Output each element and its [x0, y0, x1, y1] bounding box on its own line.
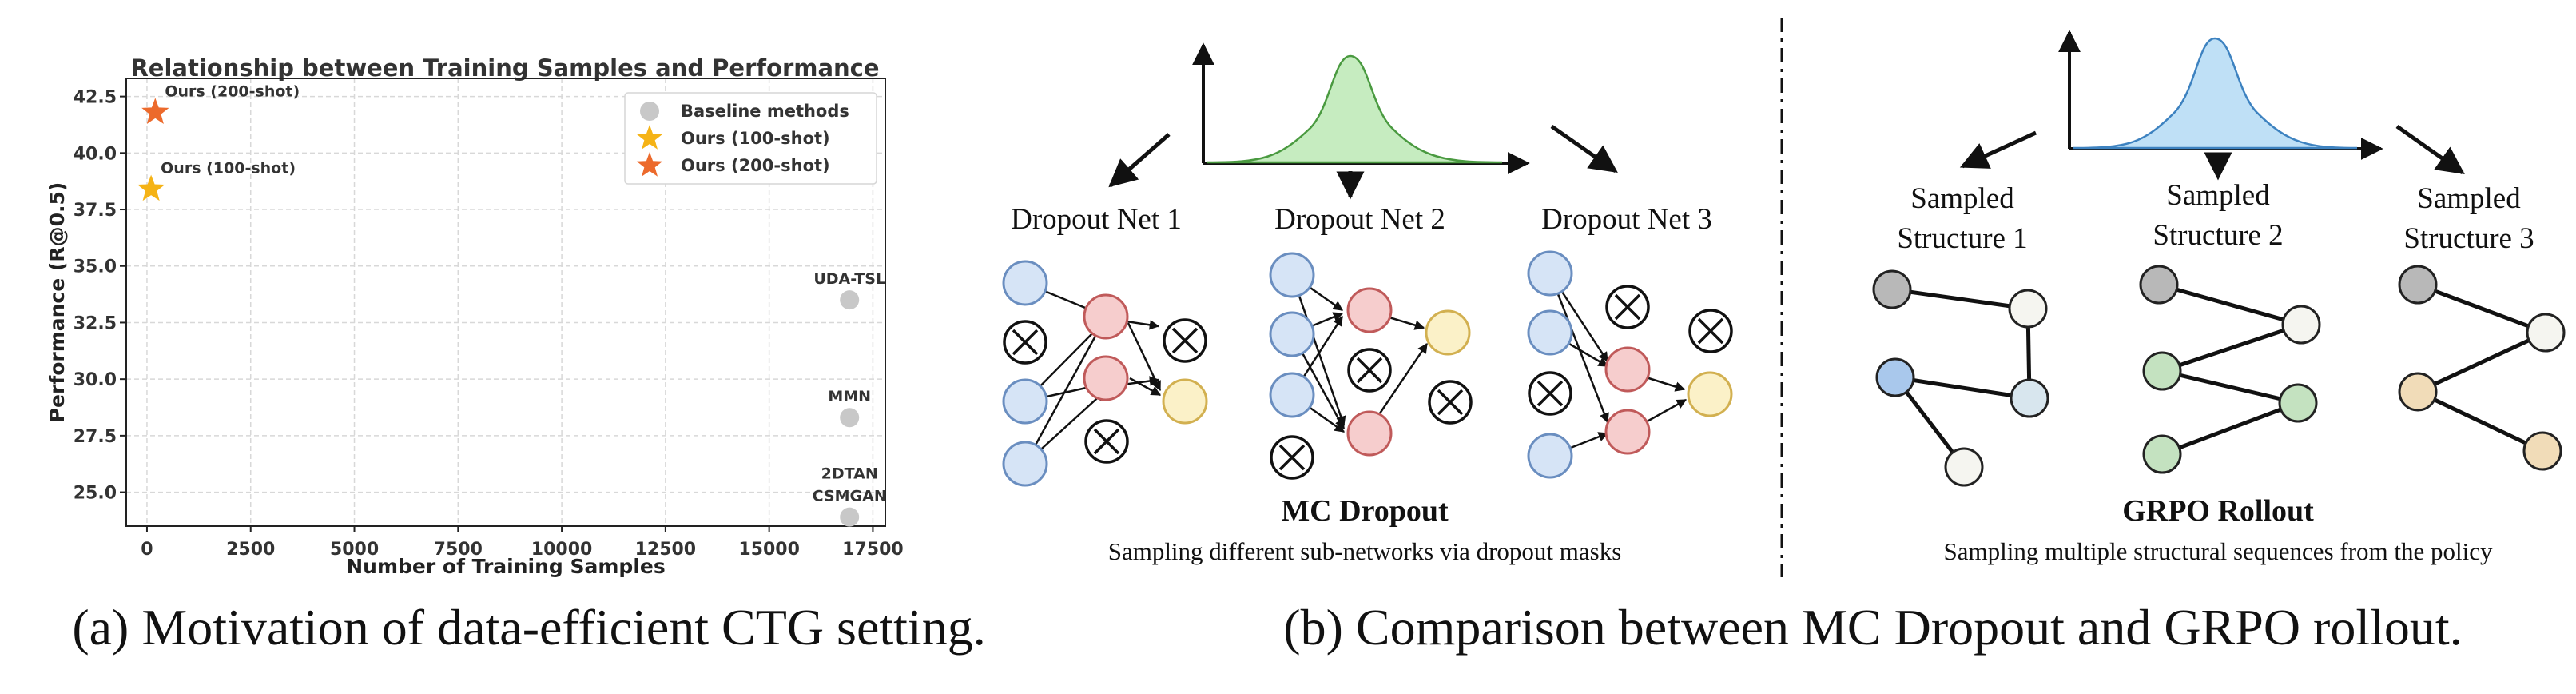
y-tick-label: 35.0	[74, 257, 117, 277]
legend-label-ours-100: Ours (100-shot)	[681, 129, 830, 148]
arrow-to-structure-1	[1959, 130, 2037, 169]
structure-1-graph	[1872, 269, 2049, 487]
arrow-to-net-1	[1108, 133, 1171, 188]
x-tick-label: 0	[141, 540, 153, 560]
arrow-to-structure-3	[2395, 124, 2465, 175]
grpo-rollout-subtitle: Sampling multiple structural sequences f…	[1943, 537, 2493, 565]
dropout-net-2	[1269, 252, 1473, 480]
structure-1-label-line-2: Structure 1	[1897, 222, 2027, 255]
x-tick-label: 15000	[738, 540, 800, 560]
arrow-to-net-3	[1550, 124, 1618, 174]
x-tick-label: 10000	[531, 540, 593, 560]
ours-star-point	[137, 174, 165, 201]
ours-star-point	[141, 98, 169, 124]
point-label: Ours (100-shot)	[161, 160, 296, 177]
x-tick-label: 17500	[842, 540, 904, 560]
legend-marker-ours-100	[636, 125, 663, 150]
y-tick-label: 30.0	[74, 370, 117, 390]
structure-2-graph	[2139, 265, 2321, 474]
blue-gaussian-curve	[2072, 37, 2358, 150]
x-tick-label: 12500	[635, 540, 697, 560]
x-tick-label: 5000	[330, 540, 379, 560]
caption-b: (b) Comparison between MC Dropout and GR…	[1283, 599, 2462, 656]
y-tick-label: 25.0	[74, 484, 117, 504]
mc-dropout-title: MC Dropout	[1281, 494, 1449, 528]
structure-1-label-line-1: Sampled	[1910, 182, 2014, 215]
legend-marker-ours-200	[636, 152, 663, 177]
dropout-distribution	[1192, 42, 1530, 174]
y-tick-label: 32.5	[74, 313, 117, 333]
baseline-point	[840, 408, 860, 428]
chart-title: Relationship between Training Samples an…	[130, 54, 879, 82]
chart-legend: Baseline methods Ours (100-shot) Ours (2…	[624, 92, 877, 185]
baseline-point	[840, 290, 860, 310]
legend-label-baseline: Baseline methods	[681, 102, 849, 121]
structure-2-label-line-1: Sampled	[2166, 179, 2270, 212]
mc-dropout-diagram: Dropout Net 1 Dropout Net 2 Dropout Net …	[1002, 42, 1733, 565]
point-label: Ours (200-shot)	[165, 82, 300, 100]
point-label: MMN	[828, 388, 871, 405]
scatter-chart: Relationship between Training Samples an…	[46, 54, 904, 578]
mc-dropout-subtitle: Sampling different sub-networks via drop…	[1108, 537, 1622, 565]
y-tick-label: 42.5	[74, 88, 117, 108]
y-axis-label: Performance (R@0.5)	[46, 182, 69, 423]
x-axis-label: Number of Training Samples	[346, 555, 665, 578]
point-label: UDA-TSL	[813, 270, 885, 288]
y-tick-label: 40.0	[74, 144, 117, 164]
policy-distribution	[2058, 30, 2383, 160]
grpo-rollout-diagram: Sampled Structure 1 Sampled Structure 2 …	[1872, 30, 2566, 565]
axis-ticks: 0 2500 5000 7500 10000 12500 15000 17500 25.0 27.…	[74, 88, 904, 560]
dropout-net-3-label: Dropout Net 3	[1541, 203, 1712, 236]
dropout-net-1-label: Dropout Net 1	[1011, 203, 1182, 236]
x-tick-label: 2500	[226, 540, 275, 560]
legend-label-ours-200: Ours (200-shot)	[681, 156, 830, 175]
data-points: UDA-TSL MMN 2DTAN CSMGAN Ours (100-shot) Ours…	[137, 82, 887, 527]
legend-box	[624, 92, 877, 185]
point-label: 2DTAN	[821, 465, 878, 483]
dropout-net-3	[1527, 250, 1733, 479]
structure-2-label-line-2: Structure 2	[2153, 219, 2283, 252]
structure-3-graph	[2398, 265, 2566, 471]
dropout-net-2-label: Dropout Net 2	[1274, 203, 1445, 236]
x-tick-label: 7500	[434, 540, 483, 560]
baseline-point	[840, 507, 860, 527]
caption-a: (a) Motivation of data-efficient CTG set…	[72, 599, 985, 656]
structure-3-label-line-1: Sampled	[2417, 182, 2521, 215]
structure-3-label-line-2: Structure 3	[2403, 222, 2534, 255]
dropout-net-1	[1002, 260, 1208, 487]
y-tick-label: 37.5	[74, 201, 117, 221]
green-gaussian-curve	[1206, 54, 1503, 164]
legend-marker-baseline	[640, 102, 659, 121]
y-tick-label: 27.5	[74, 427, 117, 447]
grpo-rollout-title: GRPO Rollout	[2122, 494, 2314, 528]
plot-area	[125, 78, 886, 527]
point-label: CSMGAN	[813, 488, 887, 505]
